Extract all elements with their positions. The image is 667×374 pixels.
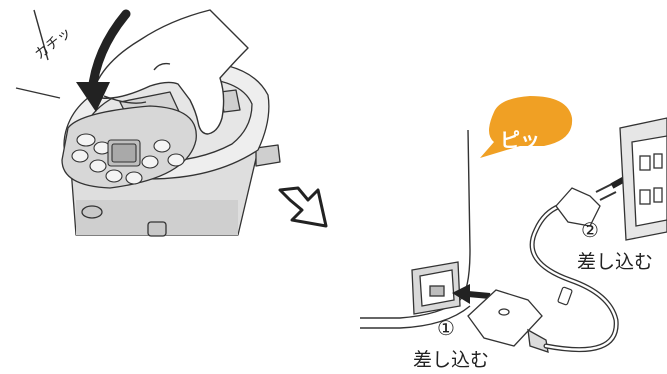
step1-text: 差し込む bbox=[413, 345, 489, 372]
appliance-connector bbox=[468, 290, 548, 352]
step2-text: 差し込む bbox=[577, 247, 653, 274]
step1-number: ① bbox=[437, 316, 455, 340]
diagonal-arrow-icon bbox=[280, 188, 326, 226]
pot-socket bbox=[412, 262, 460, 314]
power-cord bbox=[532, 206, 616, 350]
beep-sound-label: ピッ bbox=[500, 124, 540, 153]
wall-outlet bbox=[620, 118, 667, 240]
step2-number: ② bbox=[581, 218, 599, 242]
